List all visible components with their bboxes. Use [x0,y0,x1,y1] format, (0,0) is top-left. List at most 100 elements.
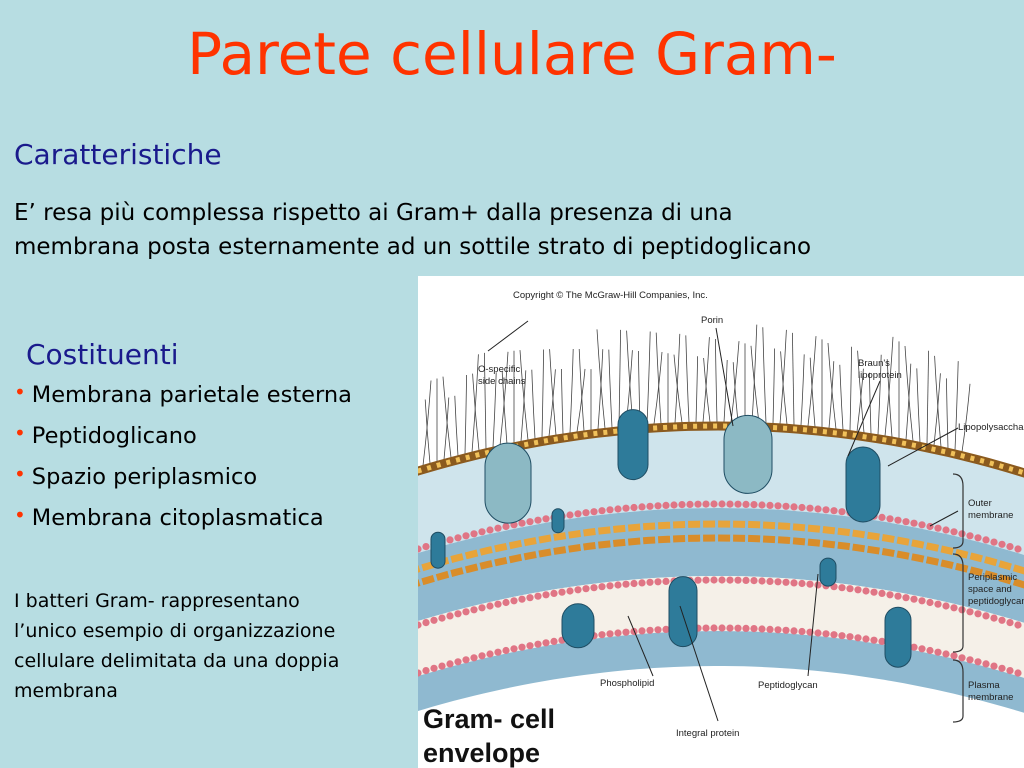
side-chain-strand [954,361,959,451]
phospholipid-head [718,624,726,632]
phospholipid-head [478,652,486,660]
phospholipid-head [510,645,518,653]
phospholipid-head [422,619,430,627]
phospholipid-head [462,532,470,540]
note-line-3: cellulare delimitata da una doppia [14,650,340,672]
phospholipid-head [814,581,822,589]
intro-line-2: membrana posta esternamente ad un sottil… [14,234,812,260]
phospholipid-head [718,500,726,508]
phospholipid-head [774,626,782,634]
phospholipid-head [566,587,574,595]
phospholipid-head [870,588,878,596]
integral-protein [884,606,912,668]
phospholipid-head [542,639,550,647]
label-outer-2: membrane [968,510,1013,521]
phospholipid-head [502,598,510,607]
phospholipid-head [998,664,1006,672]
phospholipid-head [686,500,694,508]
phospholipid-head [518,643,526,651]
label-brauns-2: lipoprotein [858,370,902,381]
side-chain-strand [961,383,971,452]
side-chain-strand [857,350,865,433]
label-o-specific-2: side chains [478,376,526,387]
phospholipid-head [494,648,502,656]
label-brauns-1: Braun's [858,358,890,369]
phospholipid-head [942,602,950,610]
side-chain-strand [732,362,739,423]
phospholipid-head [750,577,758,585]
phospholipid-head [782,502,790,510]
side-chain-strand [655,332,662,424]
phospholipid-head [614,629,622,637]
phospholipid-head [598,631,606,639]
side-chain-strand [520,370,527,442]
phospholipid-head [766,625,774,633]
figure-copyright: Copyright © The McGraw-Hill Companies, I… [513,290,708,301]
leader-lines [487,320,959,722]
phospholipid-head [990,614,998,622]
phospholipid-head [502,522,510,531]
phospholipid-head [974,610,982,618]
phospholipid-head [654,626,662,634]
side-chain-strand [905,363,912,440]
phospholipid-head [1014,545,1022,553]
phospholipid-head [758,625,766,633]
phospholipid-head [838,508,846,516]
side-chain-strand [780,351,788,425]
phospholipid-head [966,656,974,664]
phospholipid-head [526,518,534,526]
phospholipid-head [918,645,926,653]
phospholipid-head [638,503,646,511]
phospholipid-head [558,588,566,596]
phospholipid-head [998,616,1006,624]
phospholipid-head [622,580,630,588]
phospholipid-head [1014,621,1022,629]
phospholipid-head [798,627,806,636]
phospholipid-head [966,532,974,540]
list-item: •Membrana citoplasmatica [14,503,352,546]
label-porin: Porin [701,315,723,326]
porin-protein [723,414,773,494]
phospholipid-head [534,640,542,648]
side-chain-strand [916,368,921,443]
side-chain-strand [685,335,690,423]
phospholipid-head [758,501,766,509]
side-chain-strand [723,359,728,423]
phospholipid-head [910,519,918,527]
phospholipid-head [966,608,974,616]
phospholipid-head [430,616,438,624]
phospholipid-head [878,589,886,597]
side-chain-strand [926,350,929,444]
side-chain-strand [849,346,852,431]
constituents-list: •Membrana parietale esterna •Peptidoglic… [14,380,352,546]
phospholipid-head [422,667,430,675]
phospholipid-head [470,606,478,614]
label-plasma-1: Plasma [968,680,1000,691]
side-chain-strand [541,349,544,438]
label-integral-protein: Integral protein [676,728,739,739]
lipoprotein [430,531,446,569]
lipoprotein [819,557,837,587]
phospholipid-head [438,614,446,622]
porin-protein [484,442,532,524]
phospholipid-head [710,576,718,584]
phospholipid-head [910,643,918,651]
side-chain-strand [424,399,431,464]
phospholipid-head [726,624,734,632]
side-chain-strand [471,354,479,453]
side-chain-strand [702,337,710,423]
phospholipid-head [926,646,934,655]
phospholipid-head [614,581,622,589]
side-chain-strand [772,348,775,424]
phospholipid-head [878,637,886,645]
phospholipid-head [934,648,942,656]
phospholipid-head [726,576,734,584]
side-chain-strand [673,354,683,423]
list-item: •Membrana parietale esterna [14,380,352,423]
phospholipid-head [518,595,526,603]
phospholipid-head [854,634,862,642]
phospholipid-head [958,654,966,662]
phospholipid-head [894,516,902,524]
note-line-2: l’unico esempio di organizzazione [14,620,336,642]
phospholipid-head [418,545,422,553]
